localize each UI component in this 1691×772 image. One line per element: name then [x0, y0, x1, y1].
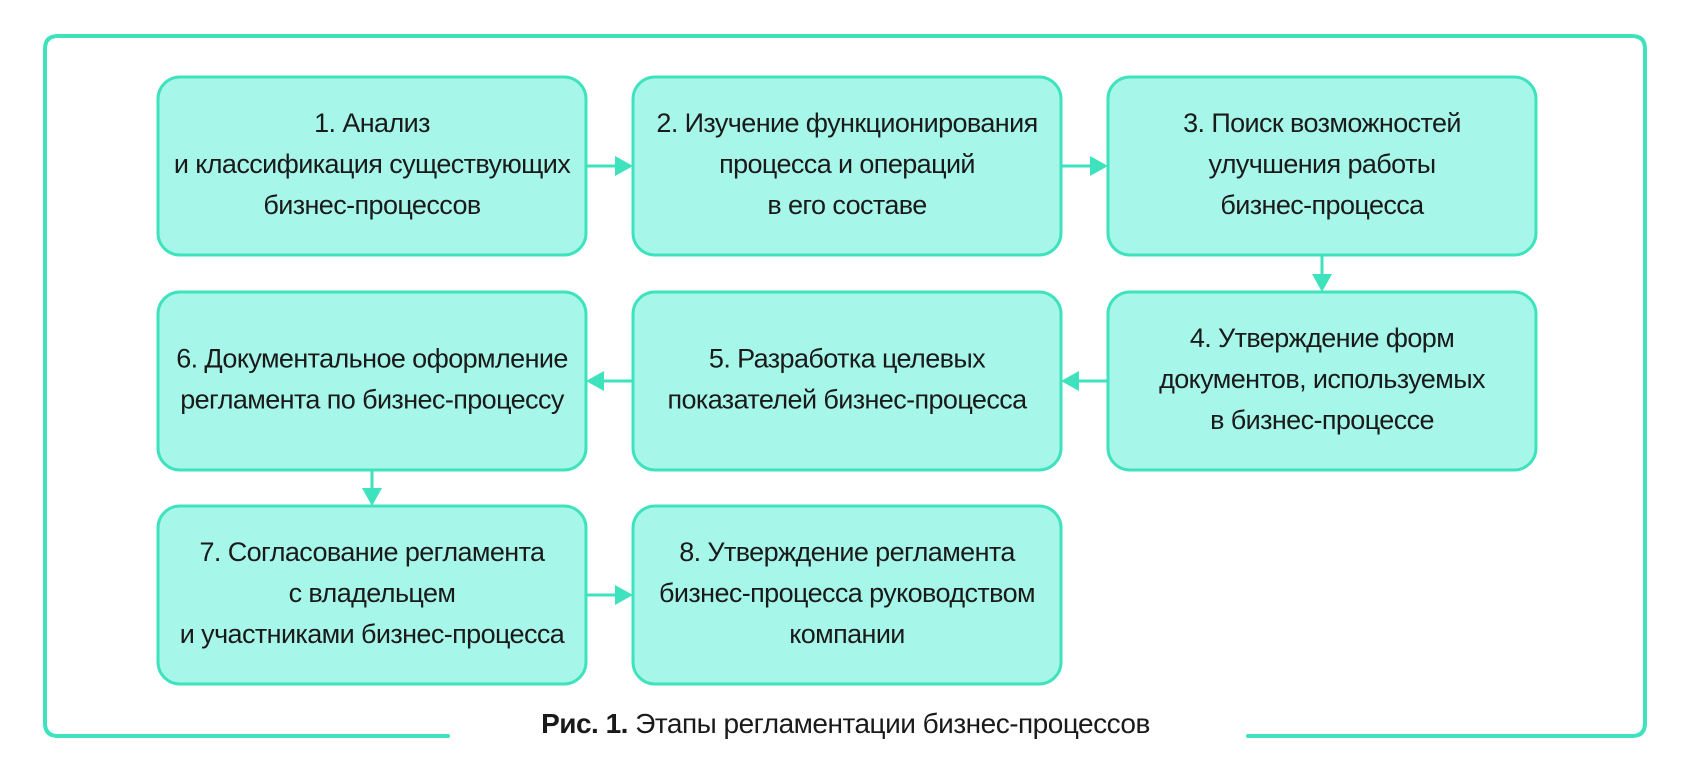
process-box-step-8: 8. Утверждение регламента бизнес-процесса…: [631, 504, 1063, 686]
arrow-head: [586, 371, 604, 391]
box-shape: [1106, 290, 1538, 472]
box-text-line: и участниками бизнес-процесса: [180, 619, 566, 649]
arrow-step-1-to-step-2: [586, 156, 633, 176]
box-shape: [156, 290, 588, 472]
box-text-line: бизнес-процесса руководством: [659, 578, 1035, 608]
box-shape: [631, 504, 1063, 686]
process-box-step-3: 3. Поиск возможностей улучшения работы биз…: [1106, 75, 1538, 257]
box-text-line: 5. Разработка целевых: [709, 344, 986, 374]
box-text-line: улучшения работы: [1208, 149, 1435, 179]
process-box-step-7: 7. Согласование регламента с владельцем и …: [156, 504, 588, 686]
process-box-step-4: 4. Утверждение форм документов, используе…: [1106, 290, 1538, 472]
box-text-line: бизнес-процессов: [263, 190, 480, 220]
arrow-step-6-to-step-7: [362, 470, 382, 506]
box-text-line: 8. Утверждение регламента: [679, 537, 1016, 567]
caption-text: Этапы регламентации бизнес-процессов: [627, 708, 1150, 739]
process-box-step-1: 1. Анализ и классификация существующих биз…: [156, 75, 588, 257]
arrow-step-5-to-step-6: [586, 371, 633, 391]
box-text-line: 6. Документальное оформление: [176, 344, 568, 374]
box-text-line: 3. Поиск возможностей: [1183, 108, 1461, 138]
box-text-line: 1. Анализ: [314, 108, 430, 138]
box-text-line: регламента по бизнес-процессу: [180, 385, 565, 415]
arrow-head: [615, 585, 633, 605]
process-box-step-5: 5. Разработка целевых показателей бизнес-…: [631, 290, 1063, 472]
process-box-step-2: 2. Изучение функционирования процесса и о…: [631, 75, 1063, 257]
box-shape: [631, 290, 1063, 472]
box-text-line: в его составе: [767, 190, 926, 220]
figure-caption: Рис. 1. Этапы регламентации бизнес-проце…: [0, 708, 1691, 740]
arrow-step-3-to-step-4: [1312, 255, 1332, 292]
box-text-line: 7. Согласование регламента: [200, 537, 547, 567]
box-shape: [156, 75, 588, 257]
arrow-head: [1312, 274, 1332, 292]
box-shape: [156, 504, 588, 686]
box-text-line: документов, используемых: [1159, 364, 1486, 394]
boxes-layer: 1. Анализ и классификация существующих биз…: [156, 75, 1538, 686]
box-text-line: 2. Изучение функционирования: [656, 108, 1037, 138]
arrow-step-4-to-step-5: [1061, 371, 1108, 391]
box-text-line: и классификация существующих: [174, 149, 571, 179]
box-text-line: показателей бизнес-процесса: [667, 385, 1028, 415]
process-box-step-6: 6. Документальное оформление регламента п…: [156, 290, 588, 472]
arrow-step-2-to-step-3: [1061, 156, 1108, 176]
box-shape: [1106, 75, 1538, 257]
caption-label: Рис. 1.: [541, 708, 628, 739]
box-text-line: процесса и операций: [719, 149, 975, 179]
box-text-line: бизнес-процесса: [1220, 190, 1425, 220]
edges-layer: [362, 156, 1332, 605]
arrow-step-7-to-step-8: [586, 585, 633, 605]
box-text-line: в бизнес-процессе: [1210, 405, 1434, 435]
box-text-line: компании: [789, 619, 905, 649]
box-text-line: с владельцем: [289, 578, 456, 608]
arrow-head: [1061, 371, 1079, 391]
arrow-head: [362, 488, 382, 506]
box-text-line: 4. Утверждение форм: [1190, 323, 1454, 353]
frame-border: [43, 34, 1647, 738]
arrow-head: [1090, 156, 1108, 176]
arrow-head: [615, 156, 633, 176]
box-shape: [631, 75, 1063, 257]
